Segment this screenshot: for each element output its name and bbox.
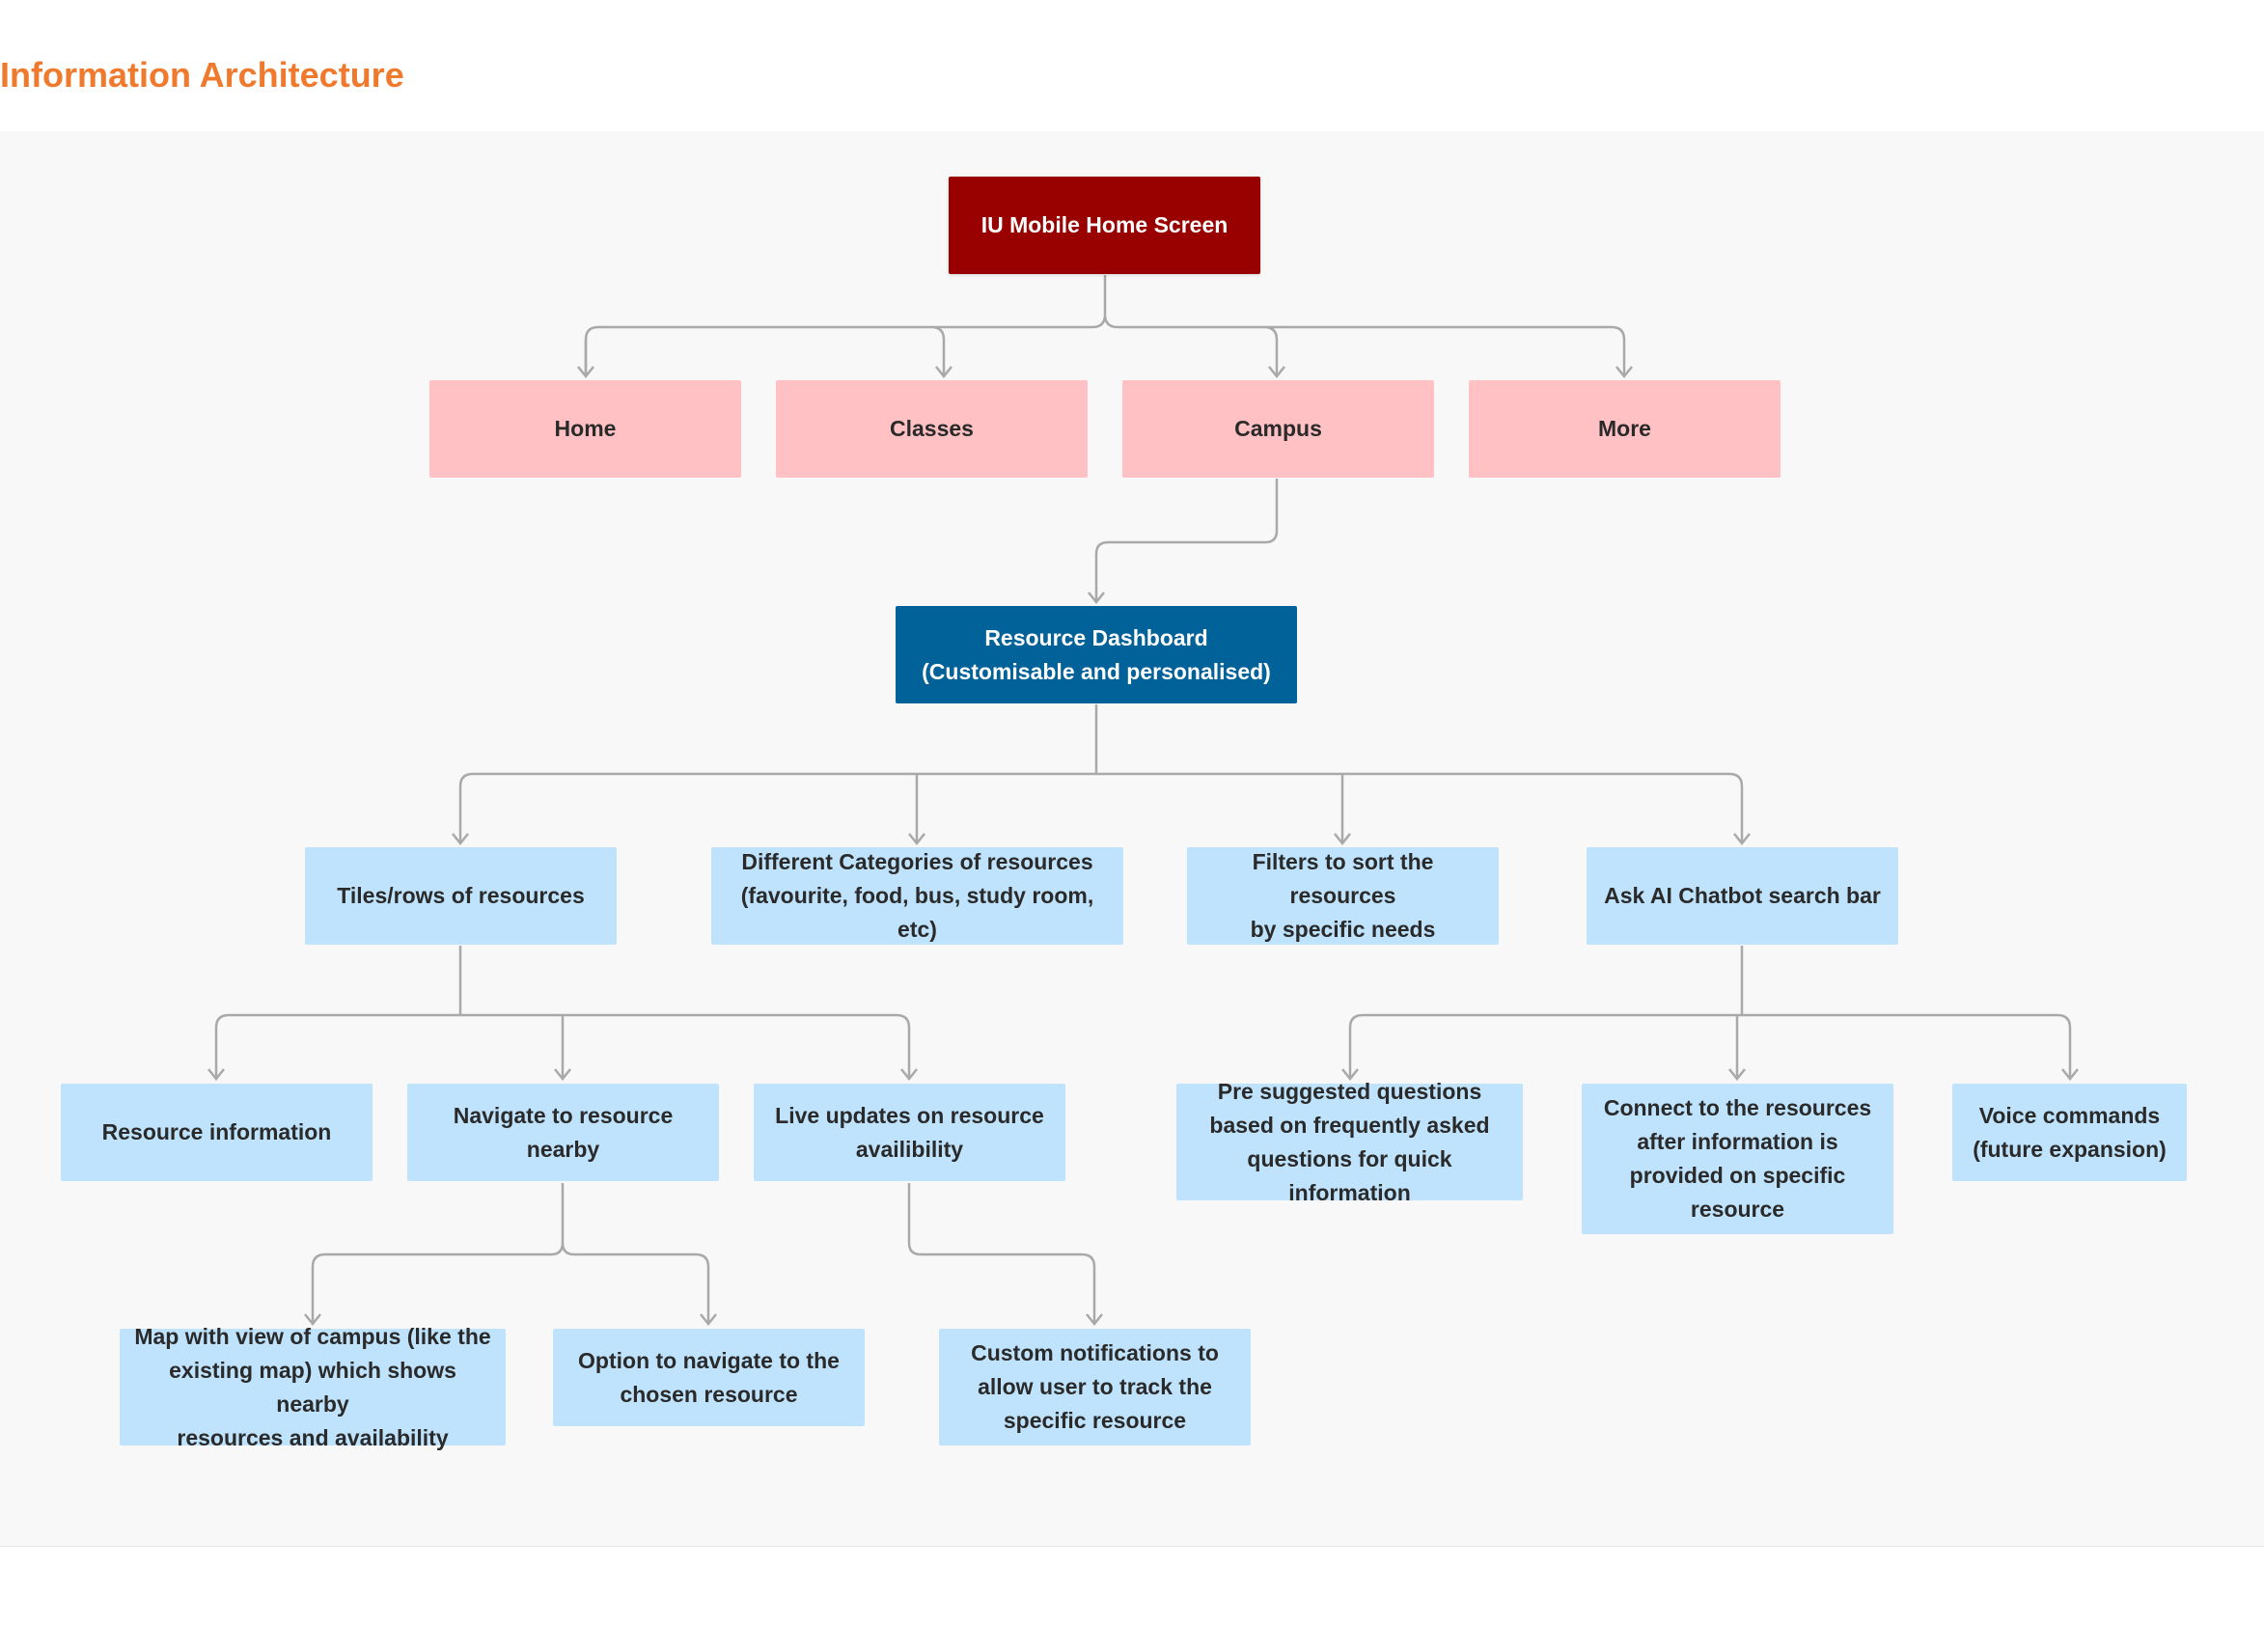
node-resource-dashboard: Resource Dashboard (Customisable and per… bbox=[896, 606, 1297, 703]
node-custom-notifications: Custom notifications to allow user to tr… bbox=[939, 1329, 1251, 1446]
node-pre-suggested-questions: Pre suggested questions based on frequen… bbox=[1176, 1079, 1523, 1205]
node-option-to-navigate: Option to navigate to the chosen resourc… bbox=[553, 1329, 865, 1426]
arrowhead bbox=[1341, 1068, 1359, 1082]
arrowhead bbox=[207, 1068, 225, 1082]
arrowhead bbox=[577, 366, 594, 379]
connector-root-bus bbox=[584, 275, 1626, 374]
connector-chatbot-bus bbox=[1348, 946, 2072, 1077]
page-title: Information Architecture bbox=[0, 55, 404, 95]
arrowhead bbox=[1728, 1068, 1746, 1082]
arrowhead bbox=[1086, 1313, 1103, 1327]
connector-dashboard-bus bbox=[458, 704, 1744, 841]
node-navigate-to-resource-nearby: Navigate to resource nearby bbox=[407, 1084, 719, 1181]
node-tab-more: More bbox=[1469, 380, 1781, 478]
node-connect-to-resources: Connect to the resources after informati… bbox=[1582, 1084, 1893, 1234]
arrowhead bbox=[900, 1068, 918, 1082]
connector-navigate-bus bbox=[311, 1183, 710, 1322]
node-filters-sort-resources: Filters to sort the resources by specifi… bbox=[1187, 847, 1499, 945]
arrowhead bbox=[2061, 1068, 2079, 1082]
arrowhead bbox=[1334, 833, 1351, 846]
node-tiles-rows-of-resources: Tiles/rows of resources bbox=[305, 847, 617, 945]
node-map-view-of-campus: Map with view of campus (like the existi… bbox=[120, 1324, 506, 1450]
arrowhead bbox=[1733, 833, 1751, 846]
arrowhead bbox=[304, 1313, 321, 1327]
arrowhead bbox=[908, 833, 925, 846]
node-ask-ai-chatbot-search-bar: Ask AI Chatbot search bar bbox=[1587, 847, 1898, 945]
node-tab-home: Home bbox=[429, 380, 741, 478]
arrowhead bbox=[1615, 366, 1633, 379]
connector-campus-to-dashboard bbox=[1094, 479, 1279, 600]
node-live-updates-availability: Live updates on resource availibility bbox=[754, 1084, 1065, 1181]
node-tab-campus: Campus bbox=[1122, 380, 1434, 478]
connector-live-bus bbox=[907, 1183, 1096, 1322]
arrowhead bbox=[554, 1068, 571, 1082]
arrowhead bbox=[700, 1313, 717, 1327]
node-iu-mobile-home-screen: IU Mobile Home Screen bbox=[949, 177, 1260, 274]
node-voice-commands: Voice commands (future expansion) bbox=[1952, 1084, 2187, 1181]
diagram-canvas bbox=[0, 131, 2264, 1547]
arrowhead bbox=[452, 833, 469, 846]
node-categories-of-resources: Different Categories of resources (favou… bbox=[711, 847, 1123, 945]
arrowhead bbox=[935, 366, 953, 379]
arrowhead bbox=[1088, 592, 1105, 605]
node-tab-classes: Classes bbox=[776, 380, 1088, 478]
arrowhead bbox=[1268, 366, 1285, 379]
node-resource-information: Resource information bbox=[61, 1084, 373, 1181]
connector-tiles-bus bbox=[214, 946, 911, 1077]
